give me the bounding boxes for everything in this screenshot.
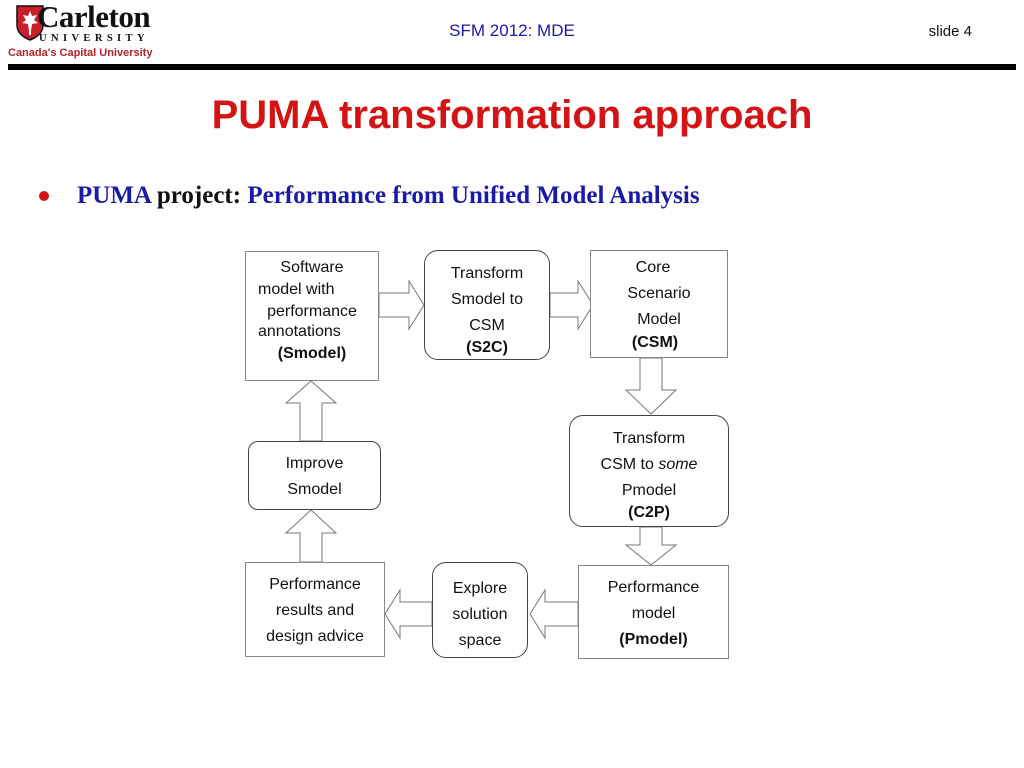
arrow-s2c-to-csm [549, 279, 594, 331]
smodel-box: Software model with performance annotati… [245, 251, 379, 381]
pmodel-line: Performance [607, 579, 700, 596]
bullet-acronym: PUMA [77, 182, 151, 209]
arrow-improve-to-smodel [284, 380, 338, 442]
smodel-line: annotations [258, 323, 341, 340]
results-line: design advice [266, 628, 364, 645]
c2p-box: Transform CSM to some Pmodel (C2P) [569, 415, 729, 527]
slide-title: PUMA transformation approach [211, 93, 813, 137]
explore-line: Explore [452, 580, 508, 597]
improve-box: Improve Smodel [248, 441, 381, 510]
results-box: Performance results and design advice [245, 562, 385, 657]
c2p-line: Transform [612, 430, 686, 447]
s2c-line: Transform [450, 265, 524, 282]
improve-line: Improve [285, 455, 344, 472]
csm-line: Scenario [627, 285, 691, 302]
logo-wordmark: Carleton [37, 0, 151, 34]
csm-tag: (CSM) [631, 334, 679, 351]
arrow-explore-to-results [384, 588, 433, 640]
bullet-label: project: [150, 182, 248, 209]
logo-tagline: Canada's Capital University [8, 47, 153, 59]
arrow-pmodel-to-explore [529, 588, 579, 640]
explore-box: Explore solution space [432, 562, 528, 658]
arrow-c2p-to-pmodel [624, 526, 678, 566]
s2c-tag: (S2C) [466, 339, 508, 356]
explore-line: solution [452, 606, 508, 623]
c2p-emphasis: some [658, 456, 698, 473]
logo-subtitle: UNIVERSITY [39, 33, 149, 44]
c2p-tag: (C2P) [628, 504, 670, 521]
c2p-line: Pmodel [621, 482, 677, 499]
results-line: results and [275, 602, 355, 619]
smodel-line: model with [258, 281, 335, 298]
explore-line: space [458, 632, 502, 649]
c2p-line: CSM to some [570, 452, 728, 478]
csm-line: Model [637, 311, 681, 328]
pmodel-tag: (Pmodel) [619, 631, 688, 648]
carleton-logo [8, 2, 158, 62]
s2c-line: CSM [469, 317, 505, 334]
arrow-csm-to-c2p [624, 357, 678, 415]
s2c-line: Smodel to [450, 291, 524, 308]
smodel-line: Software [280, 259, 344, 276]
course-label: SFM 2012: MDE [449, 21, 575, 40]
smodel-tag: (Smodel) [277, 345, 347, 362]
bullet-text: PUMA project: Performance from Unified M… [77, 180, 700, 212]
smodel-line: performance [267, 303, 357, 320]
improve-line: Smodel [287, 481, 342, 498]
bullet-expansion: Performance from Unified Model Analysis [247, 182, 700, 209]
csm-box: Core Scenario Model (CSM) [590, 250, 728, 358]
pmodel-box: Performance model (Pmodel) [578, 565, 729, 659]
arrow-results-to-improve [284, 509, 338, 563]
header-divider [8, 64, 1016, 70]
shield-icon [16, 5, 44, 41]
pmodel-line: model [631, 605, 676, 622]
csm-line: Core [635, 259, 671, 276]
results-line: Performance [269, 576, 361, 593]
bullet-icon [39, 191, 49, 201]
slide-number: slide 4 [928, 23, 972, 40]
arrow-smodel-to-s2c [378, 279, 425, 331]
s2c-box: Transform Smodel to CSM (S2C) [424, 250, 550, 360]
c2p-text: CSM to [600, 456, 659, 473]
